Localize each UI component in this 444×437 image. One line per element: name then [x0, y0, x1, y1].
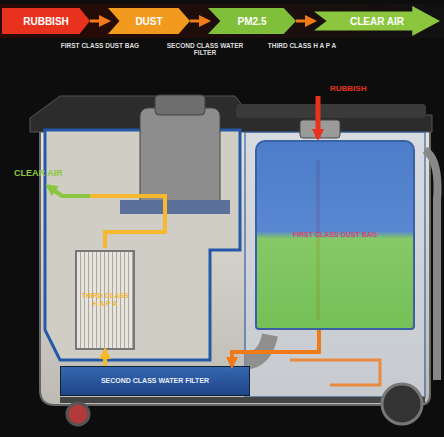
motor-cap	[155, 95, 205, 115]
base-rim	[60, 397, 425, 403]
stage-arrow: CLEAR AIR	[314, 6, 440, 36]
node-text-stack: PM2.5	[238, 16, 267, 27]
motor	[140, 108, 220, 208]
chevron-fill	[108, 8, 190, 34]
rear-wheel	[382, 384, 422, 424]
water-swirl-line	[290, 360, 380, 385]
water-filter: SECOND CLASS WATER FILTER	[60, 366, 250, 396]
chevron-fill	[2, 8, 90, 34]
rubbish-flow-arrow	[316, 96, 321, 138]
stage-chevron: PM2.5	[208, 8, 296, 34]
node-label: SECOND CLASS WATER FILTER	[101, 377, 209, 385]
flow-connector	[90, 20, 108, 23]
node-label: CLEAR AIR	[350, 16, 404, 27]
inner-pipe	[245, 335, 270, 362]
hapa-filter: THIRD CLASS H A P A	[75, 250, 135, 350]
stage-caption: THIRD CLASS H A P A	[262, 42, 342, 49]
stage-caption: SECOND CLASS WATER FILTER	[160, 42, 250, 57]
lid-handle	[236, 104, 426, 118]
node-text-stack: DUST	[135, 16, 162, 27]
banner-band	[0, 4, 444, 38]
flow-label: RUBBISH	[330, 84, 390, 93]
node-label: THIRD CLASS H A P A	[81, 292, 129, 307]
node-label: RUBBISH	[23, 16, 69, 27]
flow-label: CLEAR AIR	[14, 168, 74, 178]
node-label: DUST	[135, 16, 162, 27]
stage-chevron: RUBBISH	[2, 8, 90, 34]
node-text-stack: CLEAR AIR	[350, 16, 404, 27]
flow-connector	[232, 330, 319, 366]
hose-pipe	[425, 150, 438, 380]
motor-base	[120, 200, 230, 214]
air-flow-line	[90, 196, 165, 248]
front-wheel	[67, 403, 89, 425]
chevron-fill	[208, 8, 296, 34]
dust-bag: FIRST CLASS DUST BAG	[255, 140, 415, 330]
housing	[40, 130, 430, 405]
node-text-stack: THIRD CLASS H A P A	[81, 292, 129, 307]
node-text-stack: RUBBISH	[23, 16, 69, 27]
clear-air-arrow	[48, 186, 90, 196]
node-label: FIRST CLASS DUST BAG	[293, 231, 377, 239]
node-text-stack: FIRST CLASS DUST BAG	[293, 231, 377, 239]
flow-connector	[296, 20, 314, 23]
stage-chevron: DUST	[108, 8, 190, 34]
node-text-stack: SECOND CLASS WATER FILTER	[101, 377, 209, 385]
tank	[245, 132, 425, 397]
flow-connector	[103, 350, 107, 366]
stage-caption: FIRST CLASS DUST BAG	[60, 42, 140, 49]
chevron-fill	[314, 6, 440, 36]
node-label: PM2.5	[238, 16, 267, 27]
lid	[30, 96, 432, 132]
flow-connector	[190, 20, 208, 23]
